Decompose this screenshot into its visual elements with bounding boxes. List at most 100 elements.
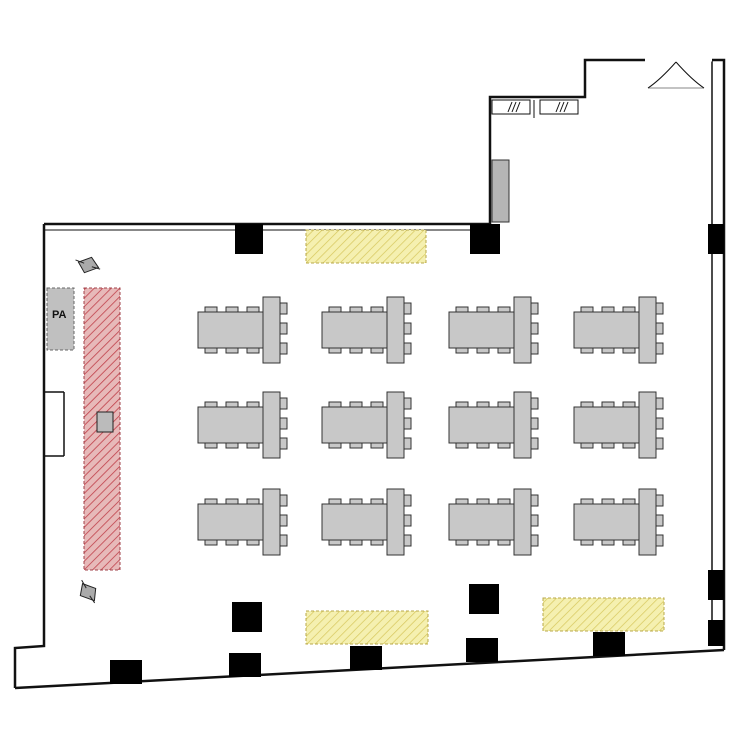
- chair: [279, 417, 288, 430]
- table-unit: [573, 296, 664, 364]
- column: [229, 653, 261, 677]
- chair: [403, 514, 412, 527]
- table-unit: [448, 488, 539, 556]
- chair: [655, 494, 664, 507]
- chair: [279, 397, 288, 410]
- long-table: [321, 406, 388, 444]
- chair: [403, 322, 412, 335]
- columns: [110, 224, 724, 684]
- chair: [655, 437, 664, 450]
- chair: [279, 302, 288, 315]
- banquet-tables: [197, 296, 664, 556]
- chair: [279, 322, 288, 335]
- long-table: [448, 503, 515, 541]
- column: [708, 620, 724, 646]
- west-entrance: [44, 391, 65, 457]
- chair: [403, 397, 412, 410]
- buffet-table: [305, 229, 427, 264]
- buffet-table: [542, 597, 665, 632]
- chair: [655, 302, 664, 315]
- chair: [655, 534, 664, 547]
- table-unit: [197, 391, 288, 459]
- chair: [655, 322, 664, 335]
- head-table: [638, 488, 657, 556]
- table-unit: [573, 488, 664, 556]
- pa-label: PA: [52, 309, 67, 321]
- head-table: [638, 391, 657, 459]
- buffet-table: [305, 610, 429, 645]
- chair: [655, 342, 664, 355]
- long-table: [321, 503, 388, 541]
- head-table: [386, 391, 405, 459]
- double-door: [645, 58, 712, 89]
- table-unit: [448, 296, 539, 364]
- chair: [403, 437, 412, 450]
- long-table: [448, 311, 515, 349]
- chair: [279, 437, 288, 450]
- column: [110, 660, 142, 684]
- head-table: [513, 391, 532, 459]
- chair: [279, 534, 288, 547]
- table-unit: [197, 296, 288, 364]
- buffet-tables: [305, 229, 665, 645]
- table-unit: [321, 391, 412, 459]
- chair: [530, 494, 539, 507]
- west-wall: [13, 224, 46, 688]
- long-table: [448, 406, 515, 444]
- chair: [530, 417, 539, 430]
- chair: [530, 322, 539, 335]
- pa-system: PA: [46, 287, 75, 351]
- chair: [403, 342, 412, 355]
- chair: [655, 514, 664, 527]
- long-table: [197, 503, 264, 541]
- chair: [655, 397, 664, 410]
- head-table: [386, 296, 405, 364]
- long-table: [573, 406, 640, 444]
- column: [235, 224, 263, 254]
- chair: [279, 494, 288, 507]
- window-vents: [491, 99, 579, 118]
- head-table: [386, 488, 405, 556]
- column: [232, 602, 262, 632]
- chair: [403, 417, 412, 430]
- chair: [530, 302, 539, 315]
- chair: [403, 494, 412, 507]
- head-table: [513, 296, 532, 364]
- head-table: [262, 391, 281, 459]
- head-table: [513, 488, 532, 556]
- column: [466, 638, 498, 662]
- column: [593, 632, 625, 656]
- table-unit: [573, 391, 664, 459]
- chair: [530, 534, 539, 547]
- chair: [530, 342, 539, 355]
- head-table: [262, 296, 281, 364]
- chair: [530, 437, 539, 450]
- column: [708, 570, 724, 600]
- walls: [13, 58, 726, 690]
- chair: [403, 302, 412, 315]
- corridor-wall: [488, 58, 645, 224]
- podium: [96, 411, 114, 433]
- long-table: [197, 311, 264, 349]
- stage: [83, 287, 121, 571]
- column: [708, 224, 724, 254]
- chair: [403, 534, 412, 547]
- column: [350, 646, 382, 670]
- table-unit: [448, 391, 539, 459]
- chair: [279, 514, 288, 527]
- wall-panel: [491, 159, 510, 223]
- long-table: [197, 406, 264, 444]
- column: [470, 224, 500, 254]
- head-table: [638, 296, 657, 364]
- speaker-bottom-icon: [79, 579, 97, 604]
- chair: [530, 514, 539, 527]
- chair: [655, 417, 664, 430]
- chair: [279, 342, 288, 355]
- long-table: [321, 311, 388, 349]
- chair: [530, 397, 539, 410]
- table-unit: [321, 296, 412, 364]
- head-table: [262, 488, 281, 556]
- column: [469, 584, 499, 614]
- table-unit: [197, 488, 288, 556]
